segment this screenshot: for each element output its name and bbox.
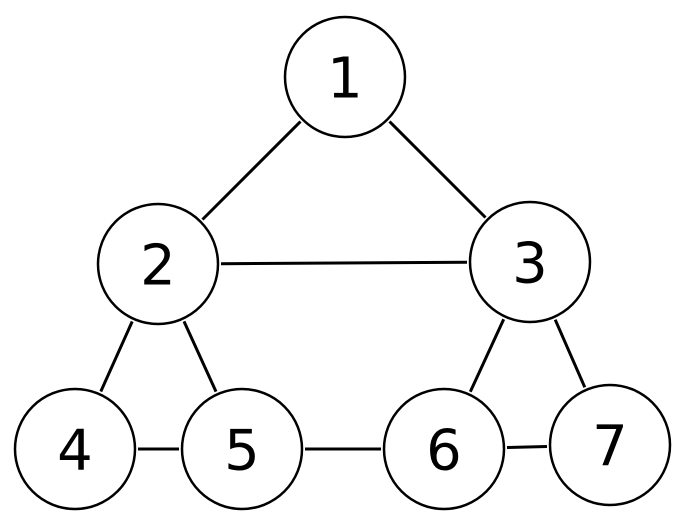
node-circle-2 [96, 202, 220, 326]
node-label-1: 1 [327, 47, 363, 112]
node-1: 1 [283, 15, 407, 139]
node-3: 3 [468, 200, 592, 324]
node-label-7: 7 [592, 415, 628, 480]
node-2: 2 [96, 202, 220, 326]
edge-1-3 [388, 120, 487, 219]
edge-3-6 [468, 318, 506, 393]
node-circle-6 [382, 387, 506, 511]
node-5: 5 [180, 387, 304, 511]
node-circle-4 [13, 387, 137, 511]
node-7: 7 [548, 383, 672, 507]
node-label-3: 3 [512, 232, 548, 297]
node-label-6: 6 [426, 419, 462, 484]
edge-2-4 [99, 320, 134, 393]
edges-layer [99, 120, 587, 451]
node-label-4: 4 [57, 419, 93, 484]
nodes-layer: 1 2 3 4 5 6 7 [13, 15, 672, 511]
edge-2-5 [182, 320, 218, 393]
node-4: 4 [13, 387, 137, 511]
node-circle-7 [548, 383, 672, 507]
edge-2-3 [220, 260, 468, 266]
edge-6-7 [506, 445, 548, 449]
node-label-2: 2 [140, 234, 176, 299]
node-circle-5 [180, 387, 304, 511]
edge-1-2 [201, 120, 302, 221]
node-circle-3 [468, 200, 592, 324]
node-6: 6 [382, 387, 506, 511]
node-label-5: 5 [224, 419, 260, 484]
edge-3-7 [553, 319, 587, 388]
node-circle-1 [283, 15, 407, 139]
